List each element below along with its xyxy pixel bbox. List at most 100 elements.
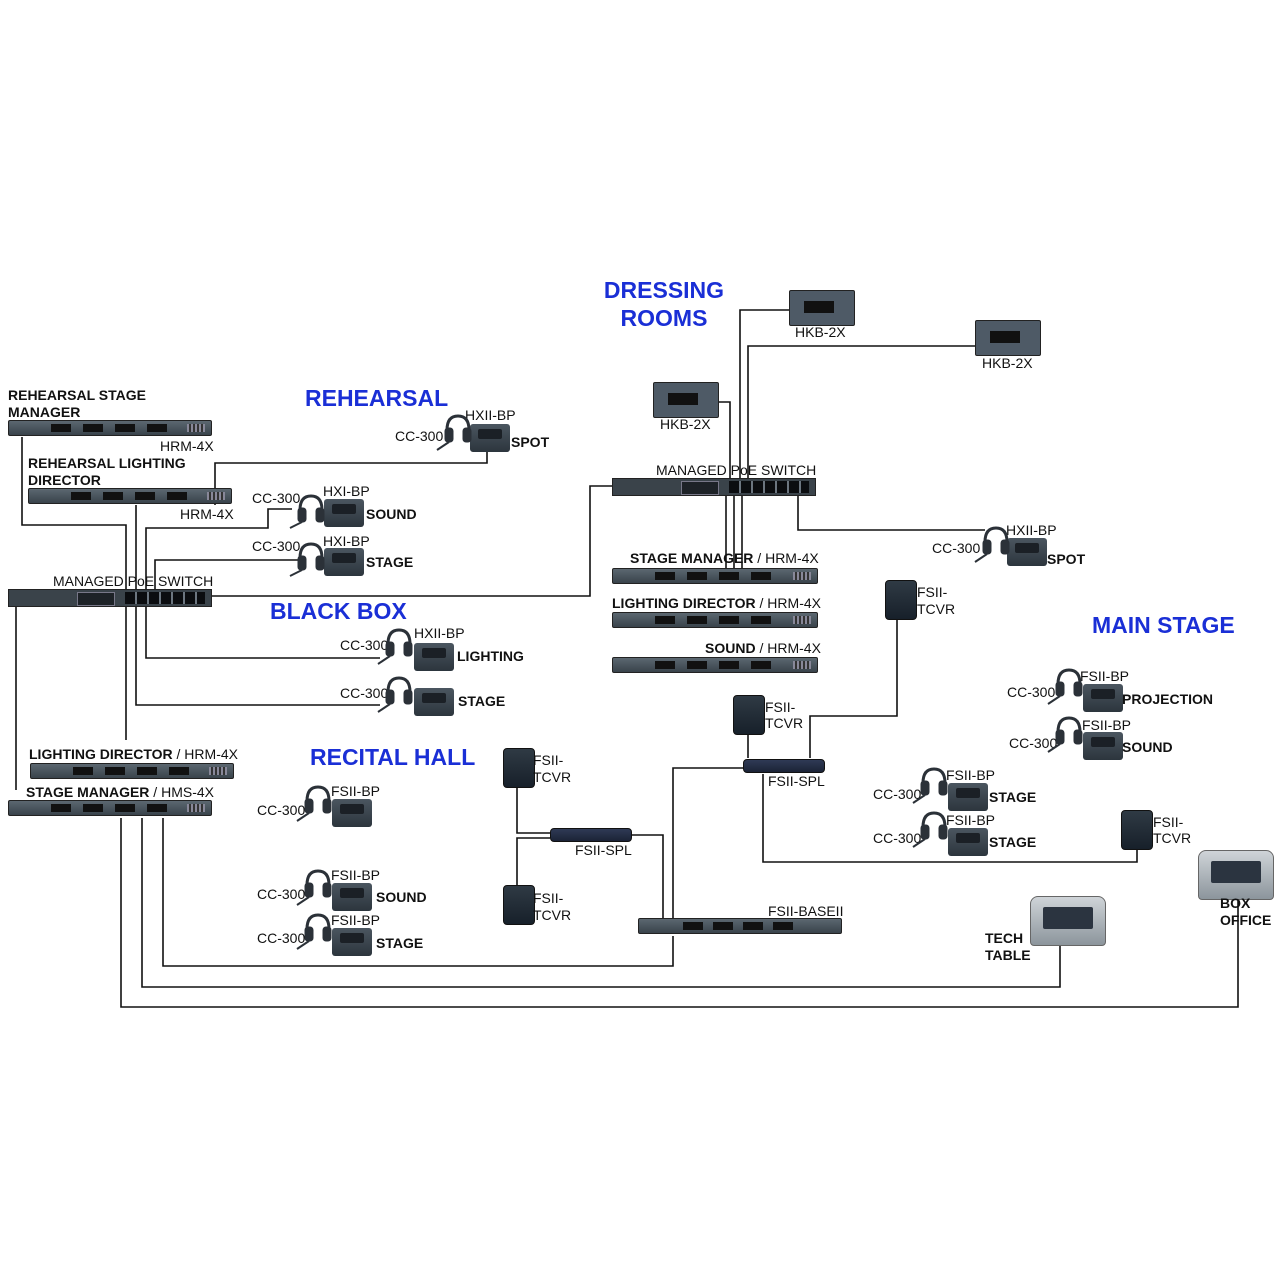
station-label-stage: STAGE: [989, 789, 1037, 805]
transceiver-icon: [1121, 810, 1153, 850]
rack-panel-hrm4x: [612, 612, 818, 628]
beltpack-icon: [324, 548, 364, 576]
beltpack-icon: [332, 928, 372, 956]
desktop-station-icon: [1030, 896, 1106, 946]
wire: [214, 452, 488, 505]
station-model: / HRM-4X: [755, 595, 821, 611]
zone-title-main-stage: MAIN STAGE: [1092, 612, 1235, 638]
rack-panel-hrm4x: [30, 763, 234, 779]
headset-label: CC-300: [257, 802, 306, 818]
switch-label: MANAGED PoE SWITCH: [53, 573, 214, 589]
station-label-tech: TECH: [985, 930, 1024, 946]
station-label: LIGHTING DIRECTOR / HRM-4X: [612, 595, 821, 612]
beltpack-icon: [1007, 538, 1047, 566]
beltpack-label: FSII-BP: [946, 812, 996, 828]
splitter-icon: [743, 759, 825, 773]
headset-icon: [912, 811, 948, 848]
station-label-projection: PROJECTION: [1122, 691, 1214, 707]
beltpack-label: FSII-BP: [1082, 717, 1132, 733]
wire: [145, 606, 380, 659]
headset-label: CC-300: [1009, 735, 1058, 751]
station-model: / HRM-4X: [755, 640, 821, 656]
wire: [141, 818, 1061, 988]
label-reh-stage-manager: REHEARSAL STAGE: [8, 387, 146, 403]
headset-icon: [974, 526, 1010, 563]
station-label-box-2: OFFICE: [1220, 912, 1272, 928]
wire: [21, 437, 127, 590]
station-model: / HRM-4X: [753, 550, 819, 566]
beltpack-label: HXI-BP: [323, 533, 370, 549]
switch-label: MANAGED PoE SWITCH: [656, 462, 817, 478]
beltpack-label: HXI-BP: [323, 483, 370, 499]
station-label-tech-2: TABLE: [985, 947, 1031, 963]
beltpack-icon: [324, 499, 364, 527]
beltpack-label: HXII-BP: [465, 407, 516, 423]
base-station-icon: [638, 918, 842, 934]
splitter-label: FSII-SPL: [768, 773, 825, 789]
headset-label: CC-300: [340, 685, 389, 701]
station-name: STAGE MANAGER: [630, 550, 754, 566]
station-label-box: BOX: [1220, 895, 1251, 911]
station-label-spot: SPOT: [511, 434, 550, 450]
station-label-stage: STAGE: [376, 935, 424, 951]
wire: [145, 508, 292, 590]
beltpack-icon: [332, 883, 372, 911]
headset-icon: [1047, 716, 1083, 753]
station-label-sound: SOUND: [376, 889, 427, 905]
headset-icon: [296, 869, 332, 906]
headset-label: CC-300: [873, 786, 922, 802]
station-label-stage: STAGE: [366, 554, 414, 570]
wire: [135, 606, 380, 706]
headset-label: CC-300: [252, 538, 301, 554]
headset-label: CC-300: [340, 637, 389, 653]
keypanel-label: HKB-2X: [795, 324, 846, 340]
label-reh-lighting-director: REHEARSAL LIGHTING: [28, 455, 186, 471]
headset-label: CC-300: [932, 540, 981, 556]
beltpack-icon: [1083, 684, 1123, 712]
label-reh-stage-manager-2: MANAGER: [8, 404, 81, 420]
wire: [212, 485, 612, 597]
transceiver-label: FSII-: [533, 752, 564, 768]
headset-label: CC-300: [1007, 684, 1056, 700]
headset-icon: [289, 542, 325, 577]
zone-title-dressing-rooms: DRESSING ROOMS: [603, 277, 725, 331]
rack-panel-hrm4x: [612, 568, 818, 584]
station-model: / HMS-4X: [149, 784, 214, 800]
beltpack-icon: [332, 799, 372, 827]
transceiver-label-2: TCVR: [533, 769, 572, 785]
headset-icon: [296, 913, 332, 950]
wire: [120, 818, 1239, 1008]
beltpack-icon: [948, 783, 988, 811]
wire: [747, 345, 975, 478]
station-label: STAGE MANAGER / HRM-4X: [630, 550, 819, 567]
beltpack-icon: [948, 828, 988, 856]
wire: [154, 559, 298, 590]
wire: [516, 785, 550, 834]
wire: [162, 818, 674, 967]
station-label-sound: SOUND: [1122, 739, 1173, 755]
station-name: LIGHTING DIRECTOR: [612, 595, 756, 611]
keypanel-icon: [789, 290, 855, 326]
rack-panel-hrm4x: [612, 657, 818, 673]
headset-label: CC-300: [257, 886, 306, 902]
beltpack-label: FSII-BP: [331, 912, 381, 928]
base-station-label: FSII-BASEII: [768, 903, 844, 919]
desktop-station-icon: [1198, 850, 1274, 900]
beltpack-label: FSII-BP: [946, 767, 996, 783]
headset-icon: [912, 767, 948, 804]
headset-label: CC-300: [873, 830, 922, 846]
wire: [739, 309, 790, 478]
transceiver-icon: [885, 580, 917, 620]
headset-icon: [436, 414, 472, 451]
headset-icon: [377, 676, 413, 713]
beltpack-label: FSII-BP: [1080, 668, 1130, 684]
headset-label: CC-300: [257, 930, 306, 946]
transceiver-label-2: TCVR: [765, 715, 804, 731]
headset-icon: [296, 785, 332, 822]
keypanel-label: HKB-2X: [660, 416, 711, 432]
station-name: LIGHTING DIRECTOR: [29, 746, 173, 762]
wire: [762, 774, 1138, 863]
keypanel-icon: [975, 320, 1041, 356]
wire: [628, 834, 664, 918]
